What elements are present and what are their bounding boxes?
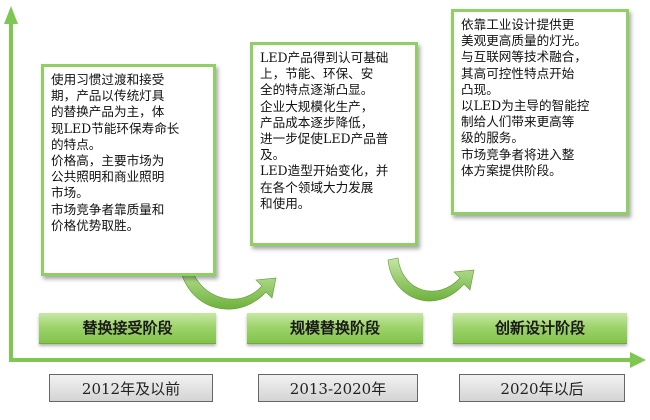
vertical-axis — [4, 6, 18, 362]
stage-3-label: 创新设计阶段 — [453, 313, 627, 344]
period-3-label: 2020年以后 — [459, 374, 625, 402]
stage-2-description-box: LED产品得到认可基础 上，节能、环保、安 全的特点逐渐凸显。 企业大规模化生产… — [250, 42, 418, 246]
curved-arrow-1 — [179, 264, 277, 310]
stage-2-label: 规模替换阶段 — [247, 313, 423, 344]
stage-3-description: 依靠工业设计提供更 美观更高质量的灯光。 与互联网等技术融合， 其高可控性特点开… — [461, 17, 590, 178]
horizontal-axis — [9, 352, 646, 368]
stage-1-label: 替换接受阶段 — [39, 313, 216, 344]
stage-1-description: 使用习惯过渡和接受 期，产品以传统灯具 的替换产品为主，体 现LED节能环保寿命… — [51, 72, 180, 233]
period-2-label: 2013-2020年 — [258, 374, 418, 402]
curved-arrow-2 — [387, 257, 475, 302]
stage-1-description-box: 使用习惯过渡和接受 期，产品以传统灯具 的替换产品为主，体 现LED节能环保寿命… — [41, 64, 216, 276]
stage-3-description-box: 依靠工业设计提供更 美观更高质量的灯光。 与互联网等技术融合， 其高可控性特点开… — [451, 9, 629, 215]
stage-2-description: LED产品得到认可基础 上，节能、环保、安 全的特点逐渐凸显。 企业大规模化生产… — [260, 50, 389, 211]
period-1-label: 2012年及以前 — [49, 374, 213, 402]
